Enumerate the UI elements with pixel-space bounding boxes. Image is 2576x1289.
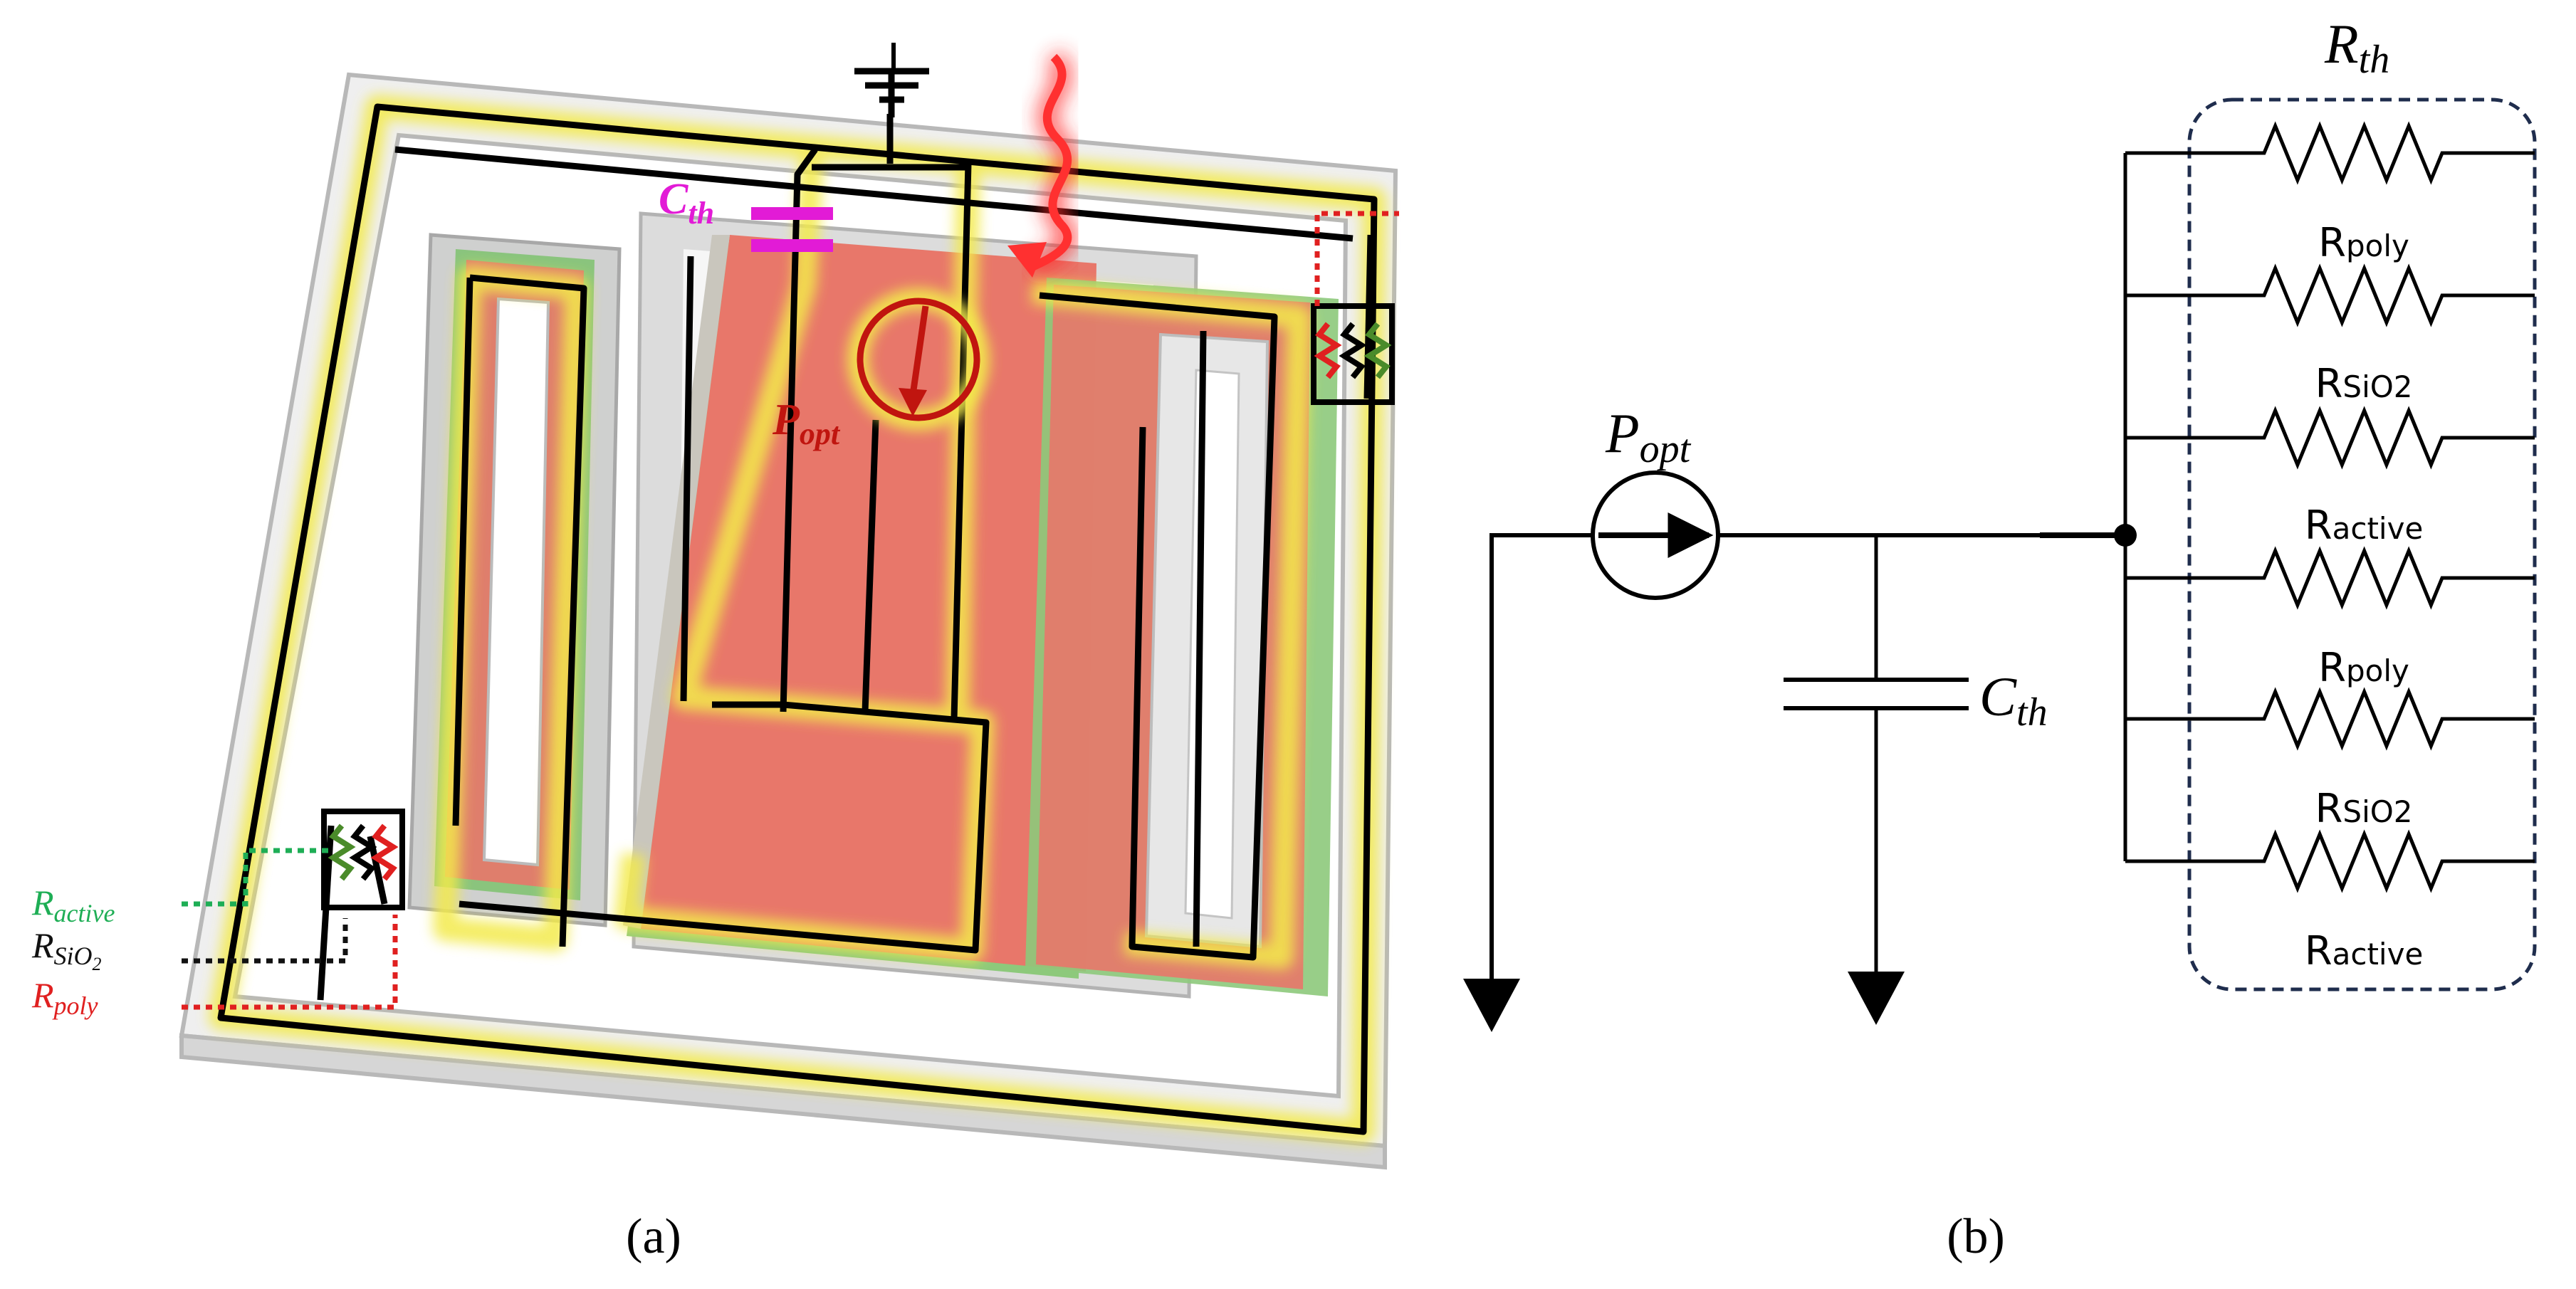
r-th-label-b: Rth <box>2324 13 2389 82</box>
resistor-3 <box>2125 406 2535 470</box>
thermal-circuit-lines <box>217 103 1378 1135</box>
c-th-capacitor-a <box>751 207 833 252</box>
caption-a: (a) <box>626 1209 681 1264</box>
wire-left <box>1489 533 2122 979</box>
p-opt-source-a <box>847 288 990 431</box>
c-th-label-a: Cth <box>659 175 714 231</box>
radiation-arrow <box>1007 50 1077 278</box>
r-poly-label-a: Rpoly <box>31 975 98 1020</box>
resistor-bank <box>2125 121 2535 893</box>
resistor-6 <box>2125 829 2535 893</box>
resistor-label-1: Rpoly <box>2318 220 2409 266</box>
resistor-5 <box>2125 687 2535 751</box>
resistor-label-3: Ractive <box>2305 503 2424 549</box>
resistor-label-6: Ractive <box>2305 928 2424 974</box>
r-active-label-a: Ractive <box>31 883 115 927</box>
resistor-label-2: RSiO2 <box>2315 361 2412 407</box>
resistor-label-4: Rpoly <box>2318 645 2409 691</box>
leader-lines <box>182 211 1399 1010</box>
resistor-1 <box>2125 121 2535 185</box>
panel-b-circuit <box>1463 98 2537 1032</box>
ground-left <box>1463 979 1520 1032</box>
resistor-2 <box>2125 263 2535 327</box>
p-opt-label-a: Popt <box>772 396 841 451</box>
r-th-group-box <box>2187 98 2537 991</box>
panel-a-device: Cth Popt Ractive RSiO2 Rpoly (a) <box>31 43 1399 1264</box>
resistor-network-left <box>321 809 405 910</box>
caption-b: (b) <box>1947 1209 2005 1264</box>
c-th-branch <box>1784 535 1969 1025</box>
p-opt-source-b <box>1591 470 1720 600</box>
p-opt-label-b: Popt <box>1605 402 1692 471</box>
resistor-network-right <box>1311 303 1395 405</box>
resistor-label-5: RSiO2 <box>2315 786 2412 832</box>
c-th-label-b: Cth <box>1979 665 2048 735</box>
r-sio2-label-a: RSiO2 <box>31 925 102 974</box>
resistor-4 <box>2125 546 2535 610</box>
ground-symbol-top <box>854 43 929 117</box>
